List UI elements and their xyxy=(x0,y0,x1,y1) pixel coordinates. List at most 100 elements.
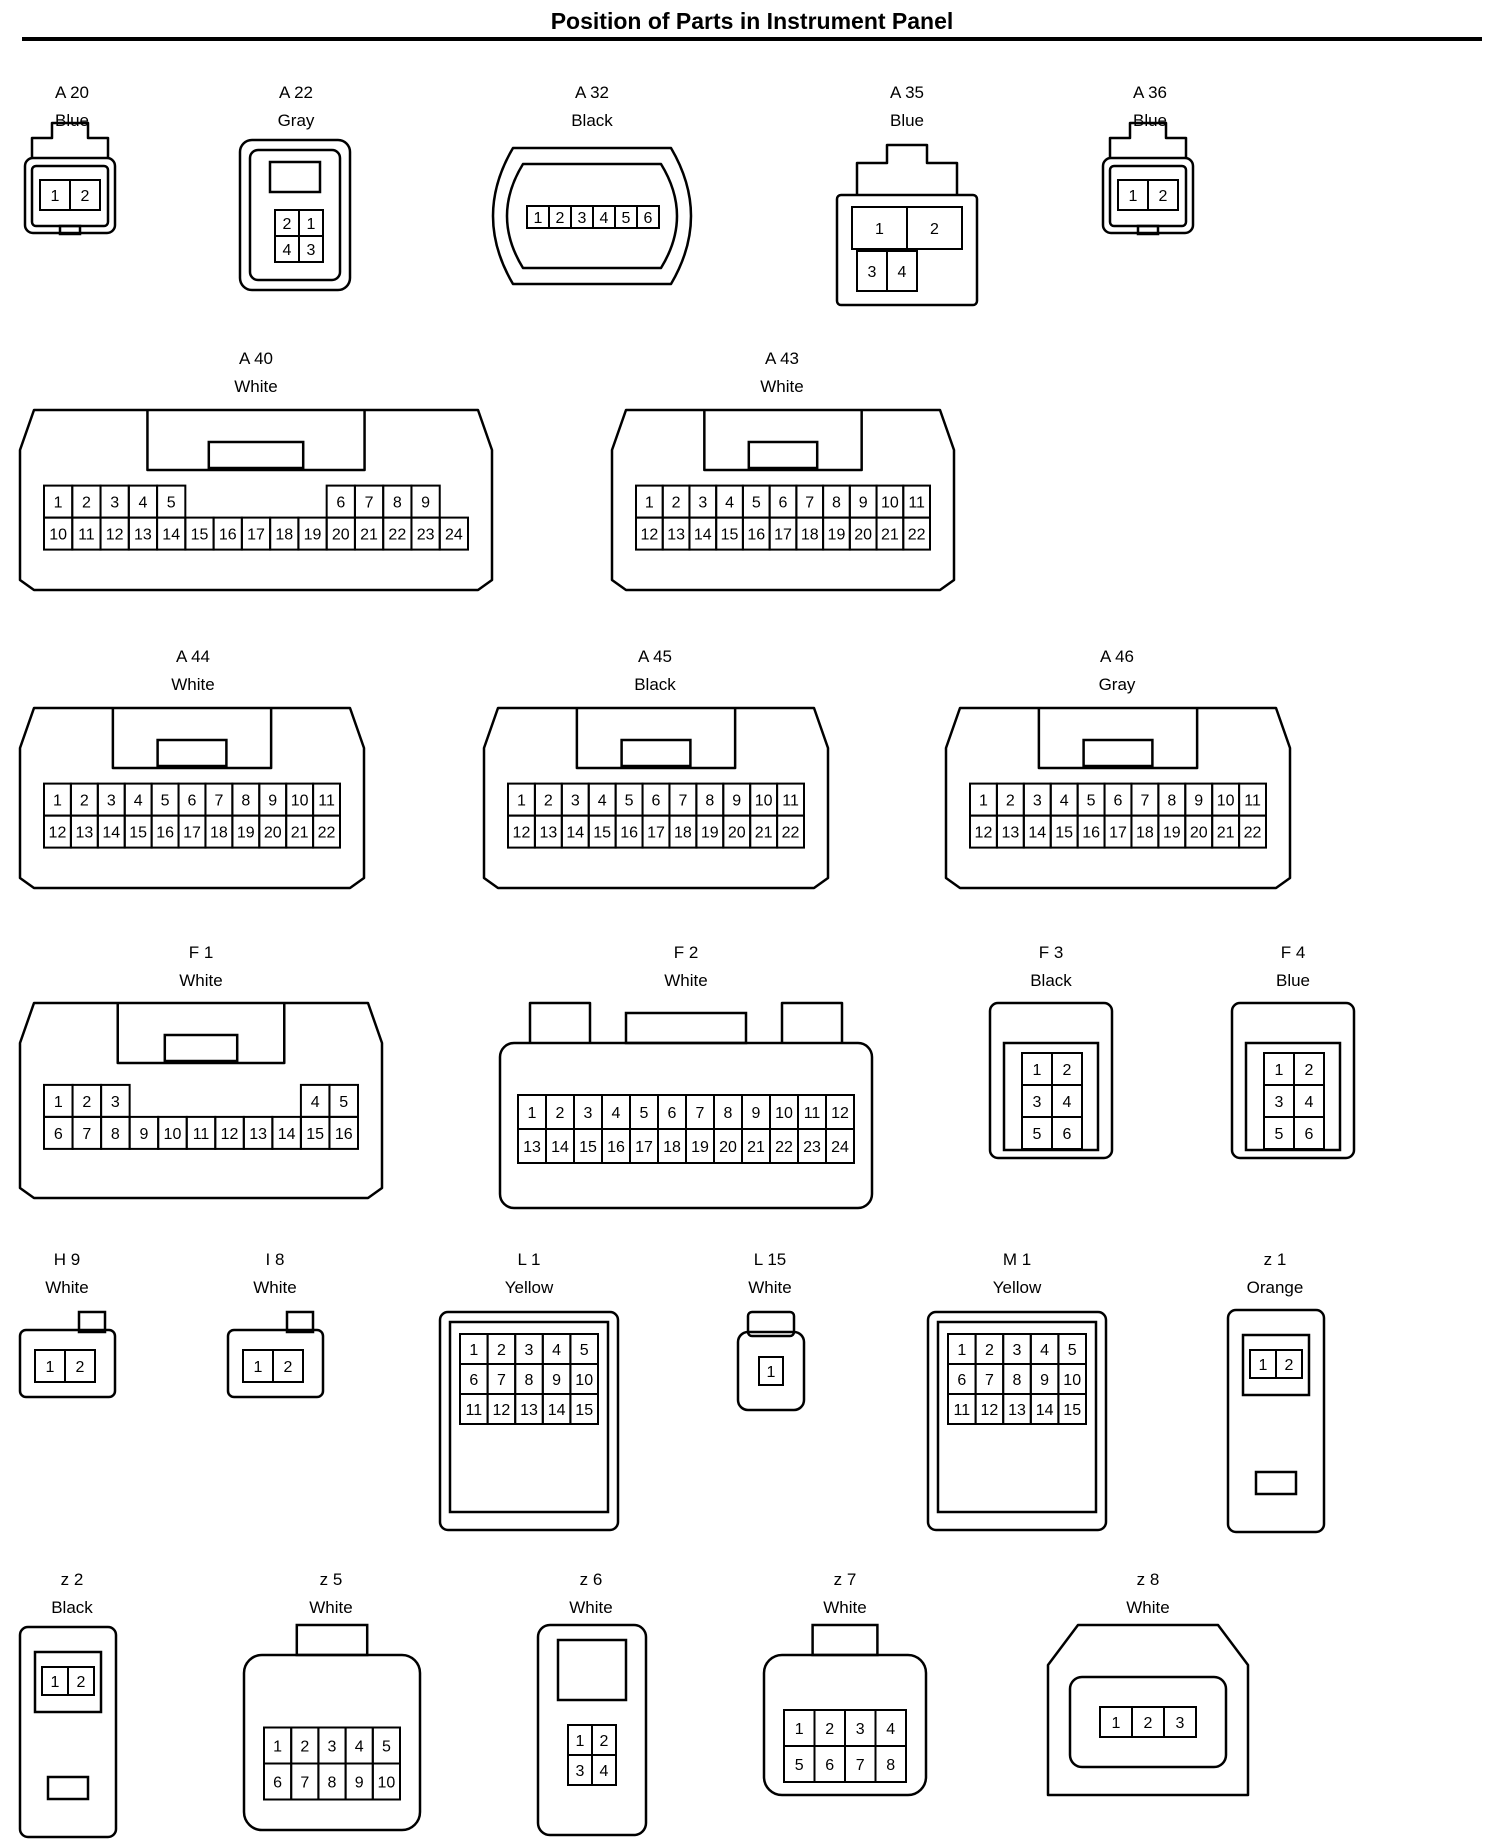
connector-a44-pin-number: 14 xyxy=(102,825,120,842)
connector-z5-pin-number: 9 xyxy=(355,1775,364,1792)
connector-a40-pin-cell xyxy=(438,516,470,551)
connector-id-label: z 1 xyxy=(1264,1250,1287,1269)
connector-id-label: z 5 xyxy=(320,1570,343,1589)
connector-f3-pin-number: 4 xyxy=(1063,1094,1072,1111)
connector-a35-latch xyxy=(855,143,959,195)
connector-z5-pin-number: 3 xyxy=(328,1739,337,1756)
connector-a43-pin-number: 15 xyxy=(721,527,739,544)
connector-a20-key xyxy=(58,224,82,236)
connector-a46-pin-number: 4 xyxy=(1060,793,1069,810)
connector-a32-pin-number: 1 xyxy=(534,210,543,227)
connector-z2-pin-number: 1 xyxy=(51,1674,60,1691)
connector-id-label: M 1 xyxy=(1003,1250,1031,1269)
connector-a45-pin-number: 5 xyxy=(625,793,634,810)
connector-a40-pin-number: 16 xyxy=(219,527,237,544)
connector-a43-pin-number: 16 xyxy=(747,527,765,544)
connector-a43-pin-number: 6 xyxy=(779,495,788,512)
connector-a22-pin-number: 3 xyxy=(307,242,316,259)
connector-a40-pin-number: 13 xyxy=(134,527,152,544)
connector-f2-pin-number: 23 xyxy=(803,1139,821,1156)
connector-id-label: z 2 xyxy=(61,1570,84,1589)
connector-a46-pin-number: 14 xyxy=(1028,825,1046,842)
title-rule xyxy=(22,37,1482,41)
connector-f2-pin-number: 21 xyxy=(747,1139,765,1156)
connector-l1-pin-number: 4 xyxy=(552,1342,561,1359)
connector-a45-pin-number: 22 xyxy=(782,825,800,842)
connector-a45-pin-number: 9 xyxy=(732,793,741,810)
connector-id-label: A 20 xyxy=(55,83,89,102)
connector-id-label: F 3 xyxy=(1039,943,1064,962)
connector-f4-pin-number: 1 xyxy=(1275,1062,1284,1079)
connector-a43-pin-number: 18 xyxy=(801,527,819,544)
connector-f3-pin-cell xyxy=(1051,1116,1083,1150)
connector-l1-pin-number: 13 xyxy=(520,1402,538,1419)
connector-a40-pin-number: 12 xyxy=(106,527,124,544)
connector-l15-latch xyxy=(746,1310,796,1338)
connector-z5-pin-number: 4 xyxy=(355,1739,364,1756)
connector-a32-inner-frame xyxy=(505,162,679,270)
connector-a45-pin-number: 11 xyxy=(782,793,799,810)
connector-m1-pin-number: 9 xyxy=(1040,1372,1049,1389)
connector-a20-pin-number: 1 xyxy=(51,188,60,205)
connector-a46-housing xyxy=(944,706,1292,890)
connector-a46-pin-number: 18 xyxy=(1136,825,1154,842)
connector-f1-pin-number: 3 xyxy=(111,1094,120,1111)
connector-l1-housing xyxy=(438,1310,620,1532)
connector-color-label: White xyxy=(748,1278,791,1297)
connector-a35-pin-number: 2 xyxy=(930,221,939,238)
connector-f3-housing xyxy=(988,1001,1114,1160)
connector-m1-pin-number: 12 xyxy=(981,1402,999,1419)
connector-z8-pin-number: 1 xyxy=(1112,1715,1121,1732)
connector-a45-pin-number: 17 xyxy=(647,825,665,842)
connector-z7-pin-number: 3 xyxy=(856,1721,865,1738)
connector-m1-pin-number: 5 xyxy=(1068,1342,1077,1359)
connector-m1-housing xyxy=(926,1310,1108,1532)
connector-f1-pin-number: 5 xyxy=(339,1094,348,1111)
connector-a45-pin-cell xyxy=(776,814,805,849)
connector-f1-pin-number: 15 xyxy=(306,1126,324,1143)
connector-a43-latch-frame xyxy=(703,410,863,472)
connector-f2-pin-cell xyxy=(825,1128,855,1164)
connector-id-label: L 15 xyxy=(754,1250,786,1269)
connector-a40-pin-number: 6 xyxy=(336,495,345,512)
connector-color-label: White xyxy=(45,1278,88,1297)
connector-a35-pin-number: 3 xyxy=(868,264,877,281)
connector-f2-pin-number: 5 xyxy=(640,1105,649,1122)
connector-a43-pin-number: 5 xyxy=(752,495,761,512)
connector-z7-pin-number: 4 xyxy=(886,1721,895,1738)
connector-m1-pin-number: 8 xyxy=(1013,1372,1022,1389)
connector-color-label: Black xyxy=(634,675,676,694)
connector-l1-pin-number: 2 xyxy=(497,1342,506,1359)
connector-a40-pin-number: 5 xyxy=(167,495,176,512)
connector-a43-pin-cell xyxy=(902,516,931,551)
connector-id-label: L 1 xyxy=(517,1250,540,1269)
connector-color-label: Blue xyxy=(1133,111,1167,130)
connector-a40-pin-number: 20 xyxy=(332,527,350,544)
connector-a43-pin-number: 10 xyxy=(881,495,899,512)
connector-color-label: Gray xyxy=(278,111,315,130)
connector-m1-pin-number: 2 xyxy=(985,1342,994,1359)
connector-a45-latch xyxy=(620,738,692,768)
connector-a35-housing xyxy=(835,193,979,307)
connector-a40-pin-number: 8 xyxy=(393,495,402,512)
connector-a46-pin-number: 10 xyxy=(1217,793,1235,810)
connector-f3-pin-number: 3 xyxy=(1033,1094,1042,1111)
connector-id-label: A 32 xyxy=(575,83,609,102)
connector-f1-pin-number: 4 xyxy=(311,1094,320,1111)
connector-a46-pin-number: 5 xyxy=(1087,793,1096,810)
connector-l1-pin-number: 11 xyxy=(465,1402,482,1419)
connector-a40-pin-number: 11 xyxy=(78,527,95,544)
connector-z8-inner-frame xyxy=(1068,1675,1228,1769)
connector-a44-pin-number: 17 xyxy=(183,825,201,842)
connector-color-label: White xyxy=(179,971,222,990)
connector-a40-pin-number: 17 xyxy=(247,527,265,544)
connector-l15-pin-cell xyxy=(758,1356,784,1386)
connector-a45-pin-number: 13 xyxy=(539,825,557,842)
connector-m1-pin-number: 1 xyxy=(957,1342,966,1359)
connector-a22-pin-cell xyxy=(298,235,324,263)
